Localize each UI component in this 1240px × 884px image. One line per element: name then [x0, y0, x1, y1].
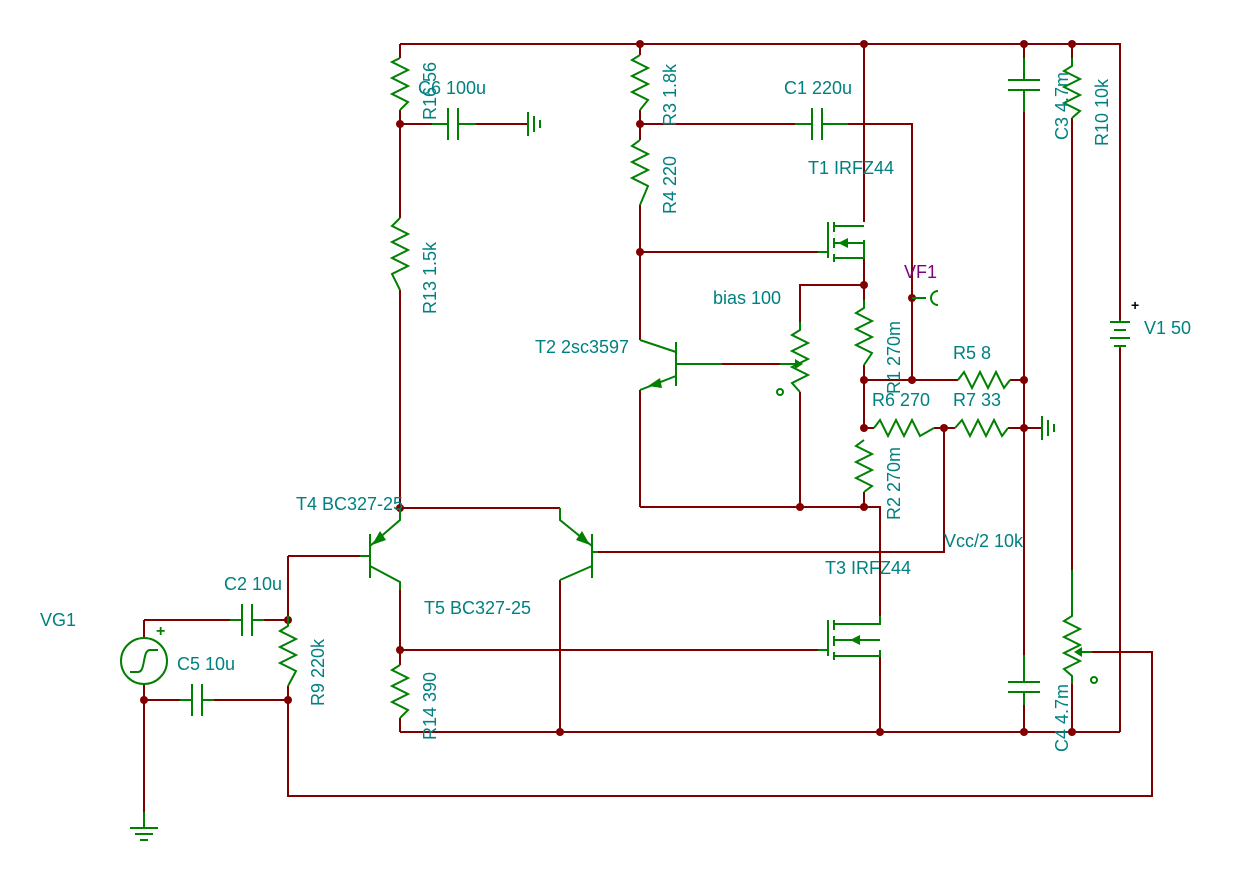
label-t3: T3 IRFZ44: [825, 558, 911, 578]
label-t4: T4 BC327-25: [296, 494, 403, 514]
signal-generator-vg1[interactable]: [120, 637, 168, 685]
label-c1: C1 220u: [784, 78, 852, 98]
label-vf1: VF1: [904, 262, 937, 282]
capacitor-c6[interactable]: [432, 108, 476, 140]
label-r14: R14 390: [420, 672, 440, 740]
transistor-t4[interactable]: [360, 508, 401, 590]
label-t1: T1 IRFZ44: [808, 158, 894, 178]
label-c5: C5 10u: [177, 654, 235, 674]
battery-v1[interactable]: [1110, 320, 1130, 348]
label-r13: R13 1.5k: [420, 241, 440, 314]
polarity-markers: + +: [156, 297, 1139, 640]
mosfet-t1[interactable]: [818, 222, 865, 262]
resistor-r4[interactable]: [629, 139, 651, 206]
resistor-r3[interactable]: [629, 54, 651, 111]
potentiometer-vcc2[interactable]: [1061, 570, 1098, 684]
generator-plus-marker: +: [156, 623, 165, 640]
label-r4: R4 220: [660, 156, 680, 214]
label-r1: R1 270m: [884, 321, 904, 394]
capacitor-c4[interactable]: [1008, 655, 1040, 705]
resistor-r7[interactable]: [954, 417, 1009, 439]
ground-r7: [1041, 416, 1055, 440]
label-t5: T5 BC327-25: [424, 598, 531, 618]
potentiometer-bias[interactable]: [776, 322, 811, 396]
resistor-r13[interactable]: [389, 217, 411, 291]
resistor-r6[interactable]: [873, 417, 935, 439]
ground-c6: [527, 112, 541, 136]
label-r16: R16 56: [420, 62, 440, 120]
voltage-probe-vf1[interactable]: [912, 290, 939, 306]
resistor-r10[interactable]: [1061, 58, 1083, 119]
label-r7: R7 33: [953, 390, 1001, 410]
label-vg1: VG1: [40, 610, 76, 630]
label-r2: R2 270m: [884, 447, 904, 520]
resistor-r5[interactable]: [957, 369, 1011, 391]
transistor-t5[interactable]: [559, 508, 598, 581]
component-labels: R16 56 C6 100u R3 1.8k C1 220u C3 4.7m R…: [40, 62, 1191, 752]
label-r10: R10 10k: [1092, 78, 1112, 146]
resistor-r14[interactable]: [389, 664, 411, 719]
label-c6: C6 100u: [418, 78, 486, 98]
ground-main: [130, 812, 158, 841]
resistor-r2[interactable]: [853, 439, 875, 493]
label-v1: V1 50: [1144, 318, 1191, 338]
capacitor-c3[interactable]: [1008, 58, 1040, 112]
label-r9: R9 220k: [308, 638, 328, 706]
capacitor-c1[interactable]: [795, 108, 848, 140]
label-vcc2: Vcc/2 10k: [944, 531, 1024, 551]
capacitor-c5[interactable]: [180, 684, 214, 716]
label-r6: R6 270: [872, 390, 930, 410]
battery-plus-marker: +: [1131, 297, 1139, 313]
label-r3: R3 1.8k: [660, 63, 680, 126]
label-c3: C3 4.7m: [1052, 72, 1072, 140]
label-t2: T2 2sc3597: [535, 337, 629, 357]
wires: [143, 43, 1153, 812]
resistor-r9[interactable]: [277, 616, 299, 687]
label-r5: R5 8: [953, 343, 991, 363]
capacitor-c2[interactable]: [230, 604, 264, 636]
resistor-r16[interactable]: [389, 57, 411, 111]
label-c4: C4 4.7m: [1052, 684, 1072, 752]
transistor-t2[interactable]: [639, 339, 722, 391]
mosfet-t3[interactable]: [818, 616, 881, 660]
label-bias: bias 100: [713, 288, 781, 308]
label-c2: C2 10u: [224, 574, 282, 594]
resistor-r1[interactable]: [853, 300, 875, 366]
